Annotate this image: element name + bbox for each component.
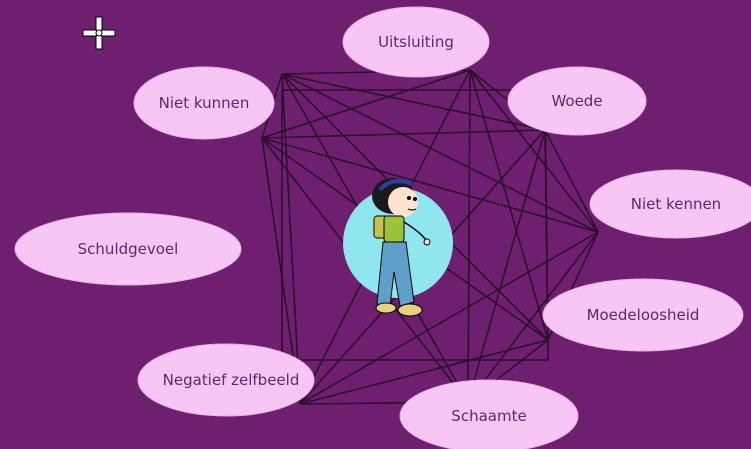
connection-line	[467, 129, 546, 403]
node-schaamte: Schaamte	[399, 379, 579, 449]
node-ellipse	[137, 343, 315, 417]
node-label: Woede	[551, 92, 602, 110]
girl-figure-icon	[372, 178, 431, 317]
node-ellipse	[589, 169, 751, 239]
connection-line	[467, 69, 471, 403]
connection-line	[469, 69, 599, 233]
connection-line	[544, 129, 599, 233]
node-label: Schaamte	[451, 407, 526, 425]
node-label: Niet kunnen	[159, 94, 250, 112]
connection-line	[467, 231, 599, 403]
connection-line	[261, 137, 599, 233]
node-ellipse	[342, 6, 490, 78]
connection-line	[281, 73, 301, 405]
node-schuldgevoel: Schuldgevoel	[14, 212, 242, 286]
connection-line	[281, 73, 546, 131]
connection-line	[261, 69, 471, 139]
connection-line	[469, 69, 549, 341]
node-ellipse	[507, 66, 647, 136]
connection-line	[261, 129, 546, 139]
node-label: Schuldgevoel	[78, 240, 179, 258]
node-niet-kennen: Niet kennen	[589, 169, 751, 239]
connection-line	[299, 231, 599, 405]
node-ellipse	[542, 278, 744, 352]
node-woede: Woede	[507, 66, 647, 136]
node-label: Moedeloosheid	[587, 306, 700, 324]
connection-line	[299, 339, 549, 405]
node-ellipse	[399, 379, 579, 449]
node-ellipse	[14, 212, 242, 286]
center-figure	[343, 178, 453, 317]
node-ellipse	[133, 66, 275, 140]
node-label: Negatief zelfbeeld	[163, 371, 300, 389]
node-moedeloosheid: Moedeloosheid	[542, 278, 744, 352]
node-negatief-zelfbeeld: Negatief zelfbeeld	[137, 343, 315, 417]
node-label: Niet kennen	[631, 195, 721, 213]
move-cursor-icon	[82, 16, 116, 50]
node-label: Uitsluiting	[378, 33, 454, 51]
node-uitsluiting: Uitsluiting	[342, 6, 490, 78]
node-niet-kunnen: Niet kunnen	[133, 66, 275, 140]
